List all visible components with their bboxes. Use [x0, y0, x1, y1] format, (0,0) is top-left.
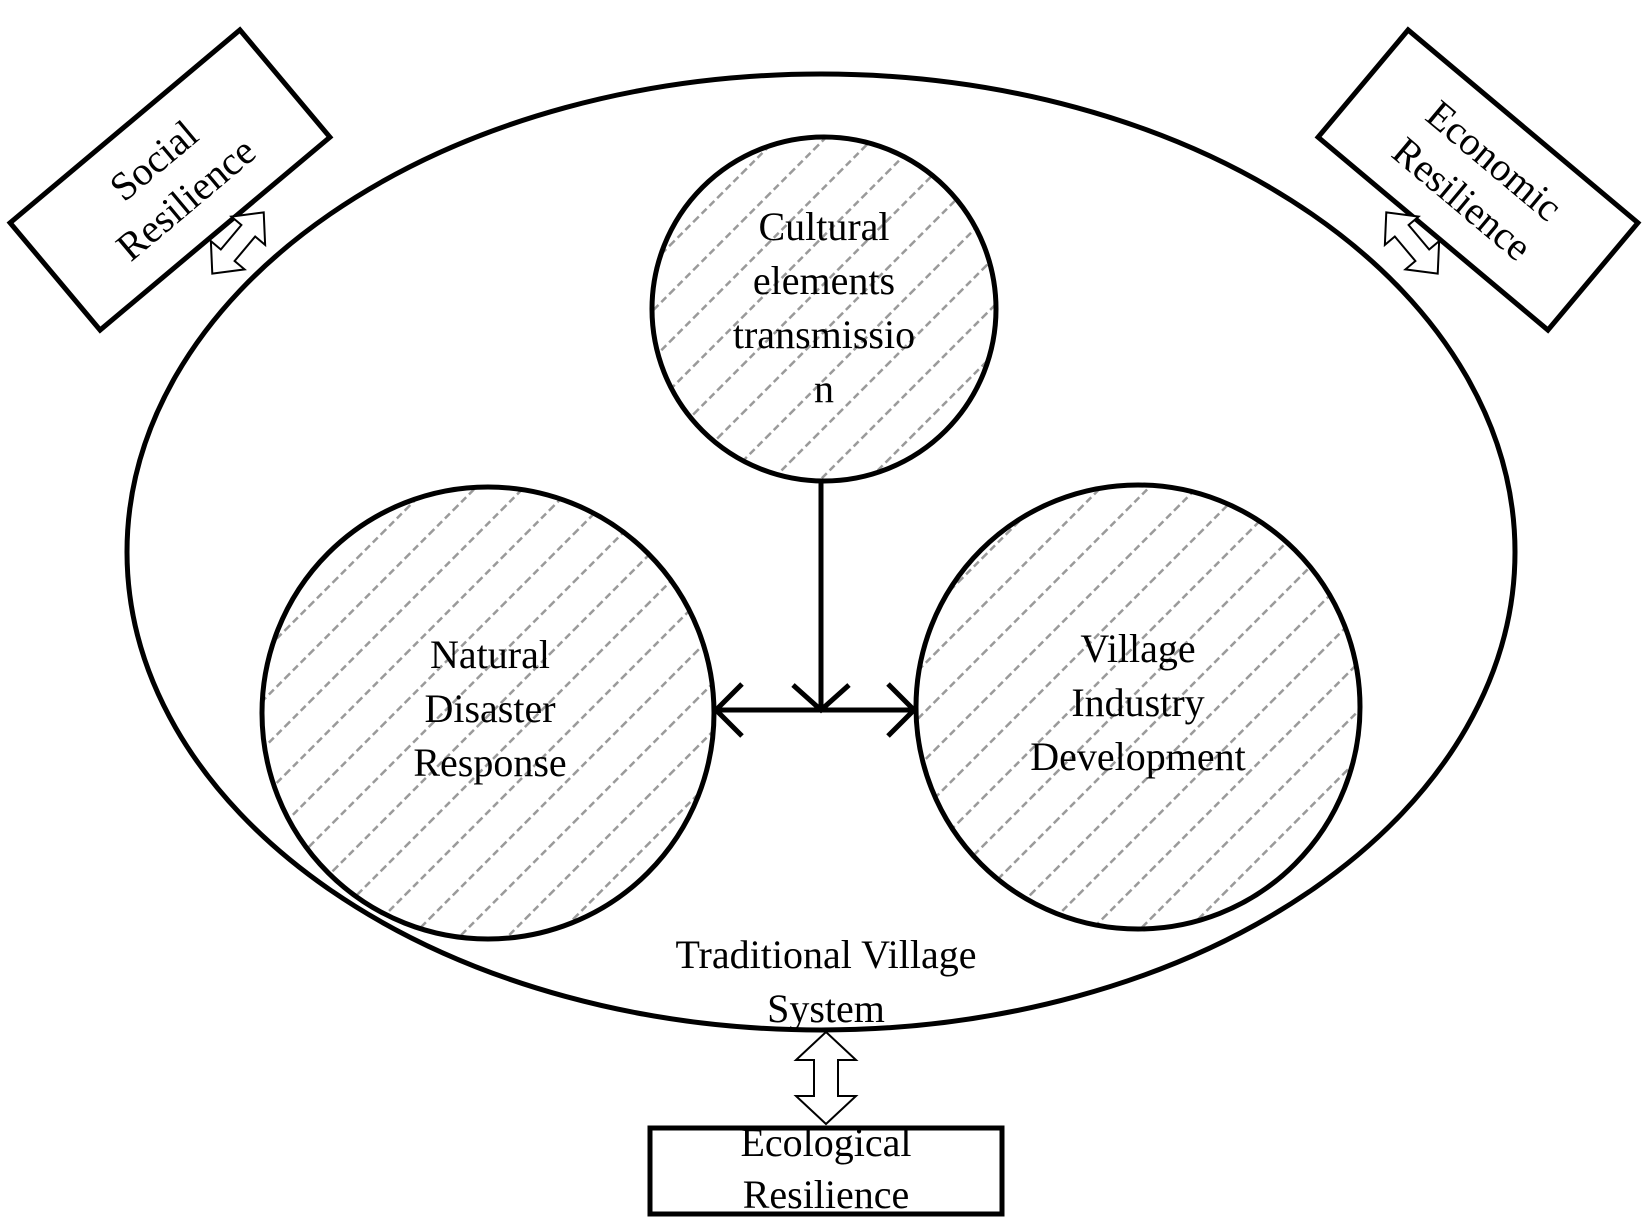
social-double-arrow-shape — [209, 211, 267, 275]
left-arrowhead — [712, 682, 744, 738]
ecological-double-arrow-shape — [793, 1030, 859, 1126]
system-ellipse — [124, 71, 1518, 1033]
ecological-resilience-frame — [647, 1125, 1005, 1217]
system-label-line2: System — [767, 986, 885, 1031]
cultural-label-line2: elements — [753, 258, 895, 303]
social-double-arrow — [209, 211, 267, 275]
natural-disaster-circle — [259, 484, 717, 942]
natural-label-line2: Disaster — [424, 686, 555, 731]
natural-disaster-label: Natural Disaster Response — [413, 632, 566, 785]
ecological-resilience-line2: Resilience — [743, 1172, 910, 1217]
cultural-label-line1: Cultural — [758, 204, 889, 249]
economic-resilience-box: Economic Resilience — [1314, 26, 1642, 334]
cultural-label-line4: n — [814, 366, 834, 411]
cultural-elements-label: Cultural elements transmissio n — [733, 204, 915, 411]
village-industry-label: Village Industry Development — [1030, 626, 1246, 779]
village-industry-circle — [913, 482, 1363, 932]
social-resilience-frame — [6, 26, 334, 334]
economic-double-arrow — [1383, 211, 1441, 275]
ecological-resilience-line1: Ecological — [740, 1120, 911, 1165]
cultural-elements-circle — [649, 134, 999, 484]
cultural-label-line3: transmissio — [733, 312, 915, 357]
ecological-resilience-box: Ecological Resilience — [647, 1120, 1005, 1217]
economic-resilience-frame — [1314, 26, 1642, 334]
village-label-line2: Industry — [1071, 680, 1204, 725]
social-resilience-box: Social Resilience — [6, 26, 334, 334]
natural-label-line1: Natural — [430, 632, 550, 677]
village-label-line1: Village — [1080, 626, 1195, 671]
system-label-line1: Traditional Village — [676, 932, 977, 977]
system-label: Traditional Village System — [676, 932, 977, 1031]
economic-double-arrow-shape — [1383, 211, 1441, 275]
ecological-double-arrow — [793, 1030, 859, 1126]
natural-label-line3: Response — [413, 740, 566, 785]
right-arrowhead — [886, 682, 918, 738]
village-label-line3: Development — [1030, 734, 1246, 779]
